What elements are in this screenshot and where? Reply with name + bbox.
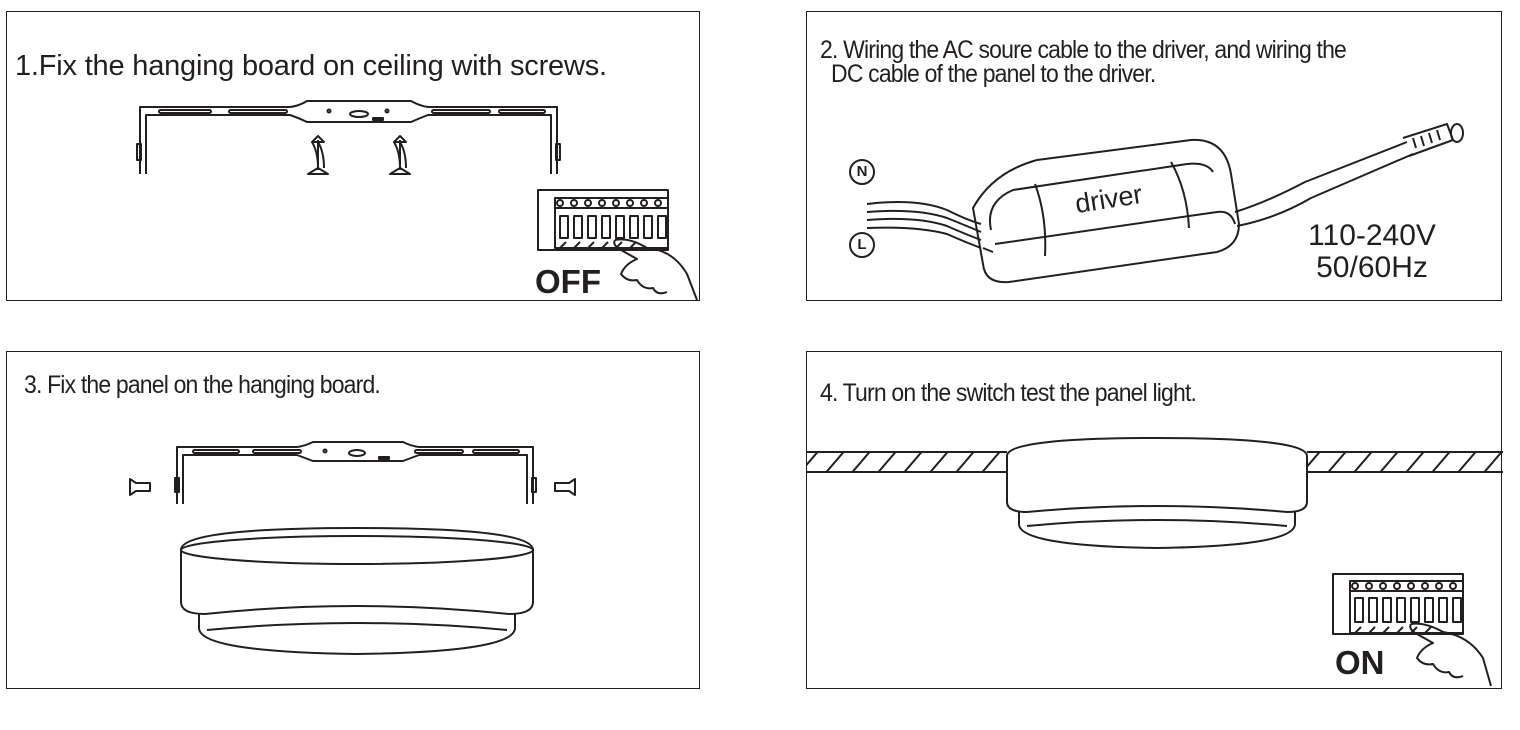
driver-box: [972, 138, 1240, 284]
voltage-label: 110-240V: [1308, 219, 1436, 252]
step-4-caption: 4. Turn on the switch test the panel lig…: [820, 379, 1197, 407]
frequency-label: 50/60Hz: [1316, 251, 1428, 284]
panel-light: [1006, 437, 1308, 549]
ac-wire: [866, 209, 982, 233]
step-3-panel: 3. Fix the panel on the hanging board.: [6, 351, 700, 689]
live-wire-label: L: [849, 232, 875, 258]
panel-light: [180, 527, 534, 655]
switch-off-label: OFF: [535, 263, 601, 300]
step-1-caption: 1.Fix the hanging board on ceiling with …: [15, 50, 607, 82]
neutral-wire-label: N: [849, 159, 875, 185]
step-3-illustration: [129, 441, 576, 655]
ac-wire: [866, 201, 982, 225]
dc-connector-icon: [1402, 123, 1464, 157]
hanging-board: [136, 100, 561, 174]
step-3-caption: 3. Fix the panel on the hanging board.: [24, 371, 381, 399]
step-4-illustration: [807, 437, 1503, 687]
screw-icon: [307, 135, 329, 175]
switch-on-label: ON: [1335, 644, 1385, 681]
step-2-caption-line-1: 2. Wiring the AC soure cable to the driv…: [820, 36, 1347, 64]
hand-icon: [1409, 622, 1492, 687]
dc-cable: [1234, 141, 1414, 227]
screw-icon: [554, 478, 576, 496]
screw-icon: [129, 478, 151, 496]
step-4-panel: 4. Turn on the switch test the panel lig…: [806, 351, 1503, 689]
screw-icon: [389, 135, 411, 175]
step-2-illustration: [866, 123, 1464, 284]
ceiling: [807, 451, 1503, 473]
hanging-board: [174, 441, 537, 504]
step-2-caption-line-2: DC cable of the panel to the driver.: [831, 60, 1156, 88]
ac-wire: [866, 217, 982, 241]
step-2-caption: 2. Wiring the AC soure cable to the driv…: [820, 36, 1347, 88]
hand-icon: [613, 238, 698, 301]
step-2-panel: 2. Wiring the AC soure cable to the driv…: [806, 11, 1502, 301]
step-1-illustration: [136, 100, 698, 301]
ac-wire: [866, 226, 982, 249]
breaker-switch-panel: [537, 189, 669, 251]
breaker-switch-panel: [1332, 573, 1464, 635]
step-1-panel: 1.Fix the hanging board on ceiling with …: [6, 11, 700, 301]
